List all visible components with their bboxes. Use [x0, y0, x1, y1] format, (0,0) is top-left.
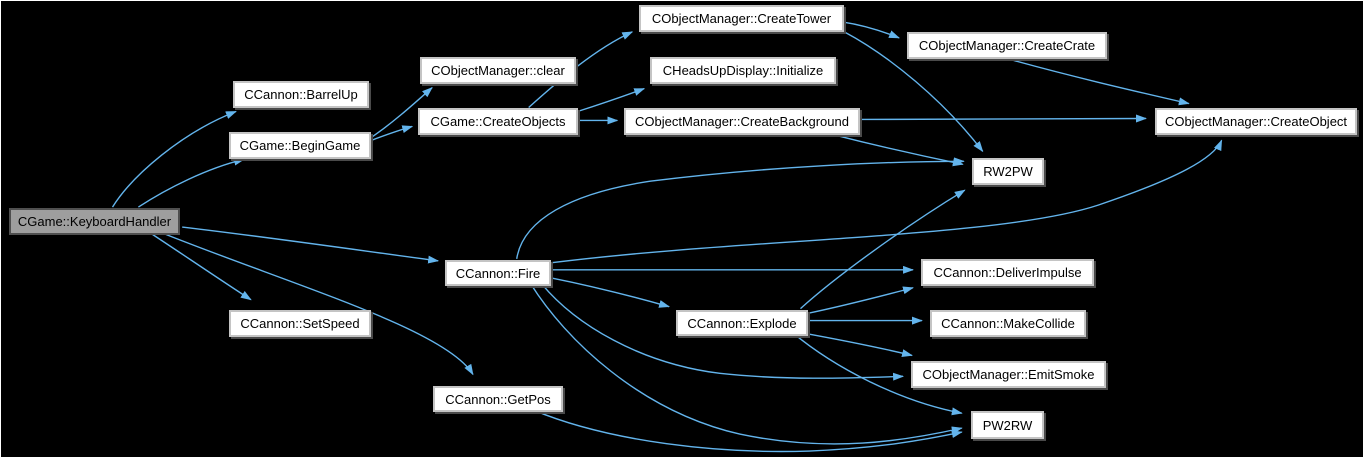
edge-createbackground-to-rw2pw [832, 133, 964, 167]
edge-fire-to-createobject [550, 139, 1223, 264]
edge-fire-to-explode [550, 277, 671, 308]
node-keyboardhandler[interactable]: CGame::KeyboardHandler [9, 208, 180, 235]
node-emitsmoke[interactable]: CObjectManager::EmitSmoke [911, 361, 1106, 388]
edge-keyboardhandler-to-begingame [138, 157, 245, 208]
node-setspeed[interactable]: CCannon::SetSpeed [229, 310, 371, 337]
node-createtower[interactable]: CObjectManager::CreateTower [639, 5, 844, 32]
edge-keyboardhandler-to-fire [182, 226, 440, 264]
edge-explode-to-deliverimpulse [806, 286, 914, 315]
node-rw2pw[interactable]: RW2PW [972, 158, 1044, 185]
edge-createcrate-to-createobject [1007, 58, 1190, 106]
edge-getpos-to-pw2rw [533, 409, 963, 453]
node-initialize[interactable]: CHeadsUpDisplay::Initialize [650, 57, 836, 84]
edge-fire-to-rw2pw [516, 157, 965, 259]
node-deliverimpulse[interactable]: CCannon::DeliverImpulse [921, 259, 1094, 286]
edge-explode-to-rw2pw [800, 189, 966, 310]
edge-explode-to-emitsmoke [800, 331, 913, 357]
edge-createbackground-to-createobject [858, 114, 1147, 123]
node-pw2rw[interactable]: PW2RW [971, 411, 1044, 439]
edge-fire-to-pw2rw [530, 283, 963, 445]
node-createobject[interactable]: CObjectManager::CreateObject [1155, 108, 1357, 135]
node-createobjects[interactable]: CGame::CreateObjects [418, 108, 578, 135]
node-explode[interactable]: CCannon::Explode [676, 310, 808, 336]
node-fire[interactable]: CCannon::Fire [445, 260, 551, 286]
edge-keyboardhandler-to-getpos [162, 232, 474, 376]
node-makecollide[interactable]: CCannon::MakeCollide [930, 310, 1086, 337]
node-begingame[interactable]: CGame::BeginGame [229, 132, 371, 159]
edge-keyboardhandler-to-barrelup [111, 110, 237, 208]
edge-begingame-to-createobjects [371, 125, 414, 142]
node-clear[interactable]: CObjectManager::clear [420, 57, 576, 84]
node-getpos[interactable]: CCannon::GetPos [433, 386, 563, 412]
edge-createtower-to-createcrate [842, 21, 900, 39]
edge-keyboardhandler-to-setspeed [149, 232, 252, 301]
node-createbackground[interactable]: CObjectManager::CreateBackground [624, 108, 860, 135]
node-createcrate[interactable]: CObjectManager::CreateCrate [907, 32, 1107, 59]
node-barrelup[interactable]: CCannon::BarrelUp [233, 81, 369, 108]
